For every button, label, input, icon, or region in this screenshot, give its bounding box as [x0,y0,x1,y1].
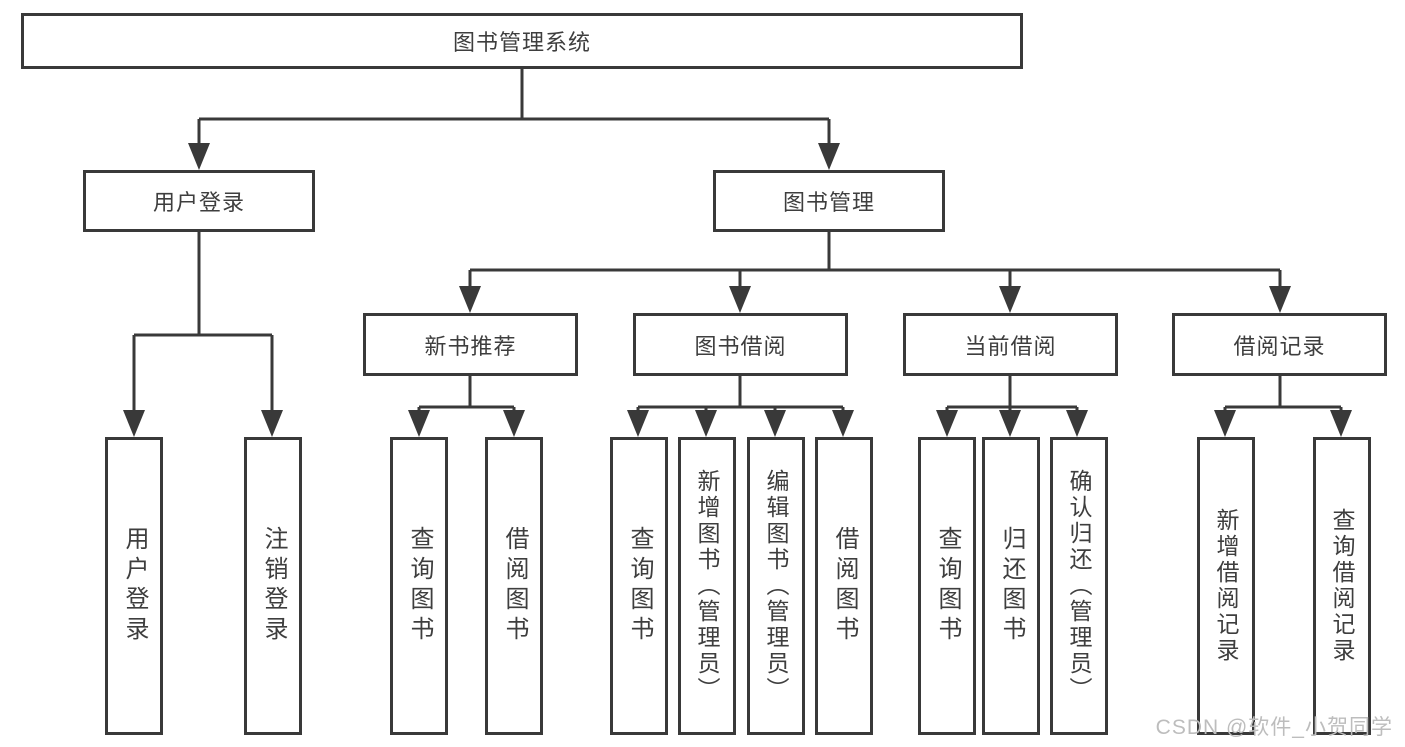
leaf-user-login: 用户登录 [105,437,163,735]
leaf-cb-confirm-return-admin: 确认归还（管理员） [1050,437,1108,735]
leaf-logout: 注销登录 [244,437,302,735]
leaf-bb-query-books: 查询图书 [610,437,668,735]
leaf-rec-borrow-books: 借阅图书 [485,437,543,735]
leaf-bb-add-books-admin: 新增图书（管理员） [678,437,736,735]
csdn-watermark: CSDN @软件_小贺同学 [1155,716,1393,739]
leaf-cb-query-books: 查询图书 [918,437,976,735]
leaf-br-query-record: 查询借阅记录 [1313,437,1371,735]
node-current-borrowing: 当前借阅 [903,313,1118,376]
node-new-book-recommendation: 新书推荐 [363,313,578,376]
leaf-rec-query-books: 查询图书 [390,437,448,735]
leaf-cb-return-books: 归还图书 [982,437,1040,735]
node-borrowing-records: 借阅记录 [1172,313,1387,376]
leaf-bb-edit-books-admin: 编辑图书（管理员） [747,437,805,735]
node-book-management: 图书管理 [713,170,945,232]
connector-paths [132,69,1343,414]
leaf-bb-borrow-books: 借阅图书 [815,437,873,735]
arrowhead-icons [123,143,1352,437]
node-book-borrowing: 图书借阅 [633,313,848,376]
node-root-system: 图书管理系统 [21,13,1023,69]
leaf-br-add-record: 新增借阅记录 [1197,437,1255,735]
node-user-login: 用户登录 [83,170,315,232]
